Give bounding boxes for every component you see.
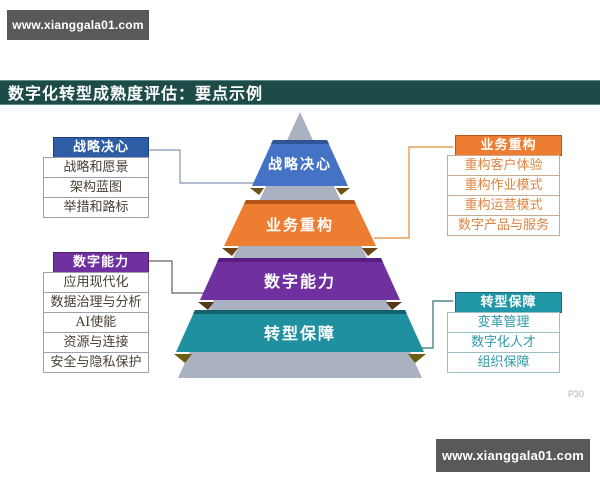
watermark-top: www.xianggala01.com: [7, 10, 149, 40]
panel-assurance-item: 变革管理: [447, 312, 560, 333]
pyramid-level-3: [200, 258, 400, 300]
panel-business-item: 重构客户体验: [447, 155, 560, 176]
slide-title: 数字化转型成熟度评估：要点示例: [0, 80, 600, 105]
panel-assurance: 转型保障 变革管理 数字化人才 组织保障: [447, 292, 562, 373]
panel-capability-item: 应用现代化: [43, 272, 149, 293]
panel-business-item: 重构运营模式: [447, 195, 560, 216]
pyramid-level-2-label: 业务重构: [266, 216, 334, 234]
connector-capability: [149, 260, 226, 294]
panel-strategy-item: 架构蓝图: [43, 177, 149, 198]
panel-capability-item: 资源与连接: [43, 332, 149, 353]
panel-assurance-item: 组织保障: [447, 352, 560, 373]
pyramid-level-4-corner-left: [174, 354, 192, 363]
pyramid-level-1-label: 战略决心: [268, 156, 332, 173]
pyramid-level-4-corner-right: [408, 354, 426, 363]
panel-strategy-item: 战略和愿景: [43, 157, 149, 178]
pyramid-level-1: [252, 140, 348, 186]
panel-business-item: 数字产品与服务: [447, 215, 560, 236]
pyramid-level-3-label: 数字能力: [264, 272, 336, 291]
pyramid-level-3-corner-left: [198, 302, 214, 310]
panel-capability-item: 数据治理与分析: [43, 292, 149, 313]
panel-strategy-header: 战略决心: [53, 137, 149, 158]
panel-assurance-header: 转型保障: [455, 292, 562, 313]
pyramid-level-3-top-face: [217, 258, 383, 262]
panel-capability-item: AI使能: [43, 312, 149, 333]
connector-business: [374, 146, 453, 239]
pyramid-level-2-top-face: [244, 200, 356, 204]
pyramid-level-2-corner-left: [222, 248, 238, 256]
panel-business-item: 重构作业模式: [447, 175, 560, 196]
panel-assurance-item: 数字化人才: [447, 332, 560, 353]
watermark-bottom: www.xianggala01.com: [436, 439, 590, 472]
connector-strategy: [149, 149, 260, 184]
panel-business-header: 业务重构: [455, 135, 562, 156]
page-number: P30: [568, 389, 585, 399]
panel-strategy: 战略决心 战略和愿景 架构蓝图 举措和路标: [43, 137, 149, 218]
panel-strategy-item: 举措和路标: [43, 197, 149, 218]
pyramid-level-4-label: 转型保障: [264, 324, 336, 343]
panel-capability: 数字能力 应用现代化 数据治理与分析 AI使能 资源与连接 安全与隐私保护: [43, 252, 149, 373]
panel-capability-item: 安全与隐私保护: [43, 352, 149, 373]
pyramid-level-2-corner-right: [362, 248, 378, 256]
panel-capability-header: 数字能力: [53, 252, 149, 273]
pyramid-level-4-top-face: [193, 310, 407, 314]
pyramid-level-1-top-face: [271, 140, 329, 144]
panel-business: 业务重构 重构客户体验 重构作业模式 重构运营模式 数字产品与服务: [447, 135, 562, 236]
pyramid-level-1-corner-left: [250, 188, 264, 195]
pyramid-level-2: [224, 200, 376, 246]
pyramid-level-3-corner-right: [386, 302, 402, 310]
pyramid-level-1-corner-right: [336, 188, 350, 195]
pyramid-level-4: [176, 310, 424, 352]
